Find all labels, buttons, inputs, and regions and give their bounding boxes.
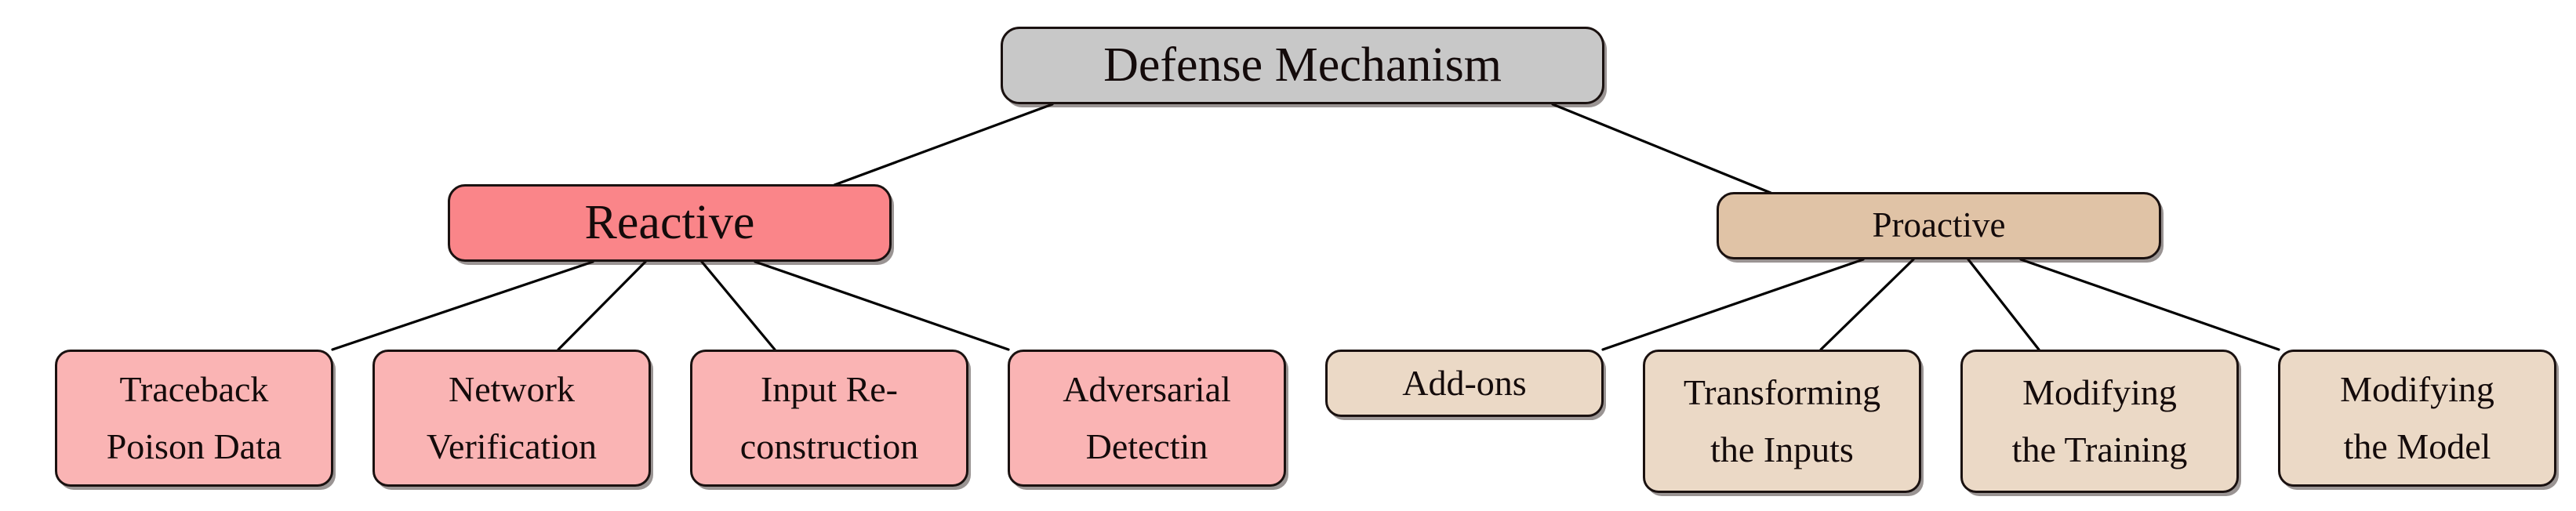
edge-reactive-network <box>557 260 647 351</box>
node-label-line1: Traceback <box>119 368 269 409</box>
node-label-line2: Detectin <box>1085 426 1208 466</box>
node-label-line1: Input Re- <box>760 368 898 409</box>
node-label-line1: Modifying <box>2340 368 2494 409</box>
edge-reactive-adversarial <box>754 260 1010 351</box>
node-modifying-the-model[interactable]: Modifying the Model <box>2278 350 2556 487</box>
node-transforming-the-inputs[interactable]: Transforming the Inputs <box>1643 350 1921 493</box>
node-label: Proactive <box>1872 205 2006 245</box>
edge-proactive-transforming <box>1819 258 1915 351</box>
node-proactive[interactable]: Proactive <box>1717 192 2161 259</box>
node-label-line1: Modifying <box>2022 371 2177 412</box>
edge-proactive-addons <box>1601 258 1865 351</box>
edge-reactive-input <box>700 260 776 351</box>
node-label-line1: Network <box>449 368 575 409</box>
edge-proactive-modtraining <box>1967 258 2040 351</box>
node-network-verification[interactable]: Network Verification <box>372 350 651 487</box>
node-label-line2: Verification <box>426 426 598 466</box>
node-add-ons[interactable]: Add-ons <box>1325 350 1604 417</box>
node-label-line1: Add-ons <box>1402 362 1527 403</box>
node-label-line2: Poison Data <box>106 426 282 466</box>
edge-root-proactive <box>1551 103 1772 194</box>
node-label-line1: Adversarial <box>1063 368 1231 409</box>
node-adversarial-detection[interactable]: Adversarial Detectin <box>1008 350 1286 487</box>
node-modifying-the-training[interactable]: Modifying the Training <box>1960 350 2239 493</box>
edge-root-reactive <box>833 103 1054 187</box>
node-label-line2: the Training <box>2011 429 2188 469</box>
node-label-line2: the Inputs <box>1710 429 1854 469</box>
node-label: Defense Mechanism <box>1103 38 1502 92</box>
edge-reactive-traceback <box>331 260 594 351</box>
node-traceback-poison-data[interactable]: Traceback Poison Data <box>55 350 333 487</box>
node-label-line2: the Model <box>2343 426 2491 466</box>
node-label: Reactive <box>584 195 755 249</box>
edge-proactive-modmodel <box>2019 258 2280 351</box>
node-reactive[interactable]: Reactive <box>448 184 892 262</box>
node-label-line2: construction <box>739 426 919 466</box>
node-label-line1: Transforming <box>1683 371 1881 412</box>
node-input-reconstruction[interactable]: Input Re- construction <box>690 350 968 487</box>
node-defense-mechanism[interactable]: Defense Mechanism <box>1001 27 1604 104</box>
